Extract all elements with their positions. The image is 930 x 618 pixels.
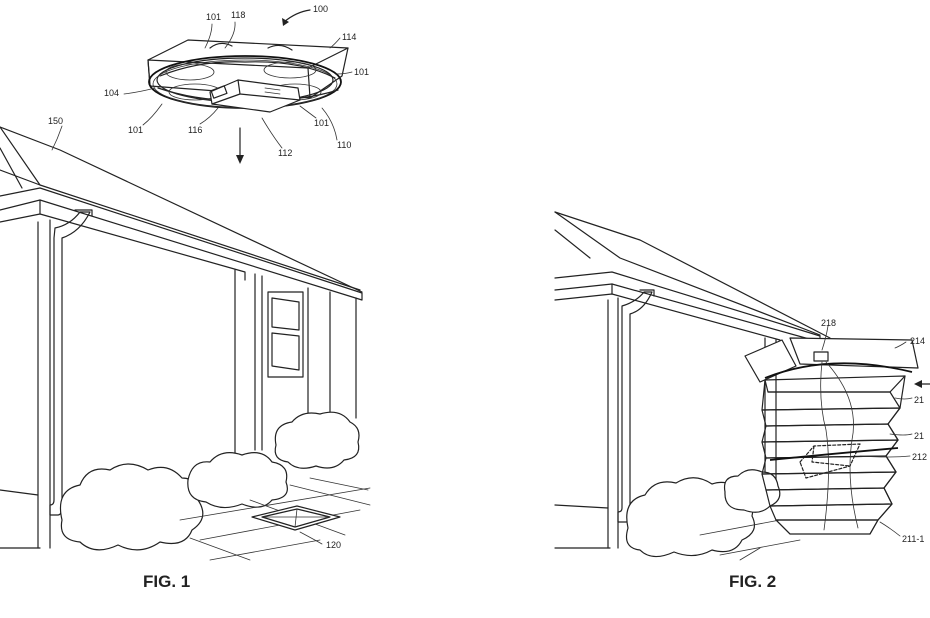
bushes-fig1	[59, 411, 360, 551]
bushes-fig2	[625, 469, 781, 558]
ref-116: 116	[188, 125, 202, 135]
ref-110: 110	[337, 140, 351, 150]
ref-101-top: 101	[206, 12, 221, 22]
leader-lines-fig2	[821, 325, 930, 537]
uav-package-100	[147, 9, 349, 164]
figure-1-caption: FIG. 1	[143, 572, 190, 591]
ref-211-1: 211-1	[902, 534, 924, 544]
reference-numerals-fig1: 101 118 100 114 101 104 101 116 101 112 …	[48, 4, 369, 550]
ref-214: 214	[910, 336, 925, 346]
figure-2-caption: FIG. 2	[729, 572, 776, 591]
figure-2: 218 214 21 21 212 211-1 FIG. 2	[554, 211, 930, 591]
ref-218: 218	[821, 318, 836, 328]
ref-101-right: 101	[354, 67, 369, 77]
ref-101-left: 101	[128, 125, 143, 135]
ref-101-bottom: 101	[314, 118, 329, 128]
top-module-218	[813, 351, 829, 362]
ref-21-lower: 21	[914, 431, 924, 441]
ref-21-upper: 21	[914, 395, 924, 405]
ref-150: 150	[48, 116, 63, 126]
ref-120: 120	[326, 540, 341, 550]
figure-1: 101 118 100 114 101 104 101 116 101 112 …	[0, 4, 371, 591]
ref-100: 100	[313, 4, 328, 14]
ground-fig2	[699, 519, 801, 561]
ref-112: 112	[278, 148, 292, 158]
ref-212: 212	[912, 452, 927, 462]
leader-lines-fig1	[51, 21, 353, 151]
reference-numerals-fig2: 218 214 21 21 212 211-1	[821, 318, 927, 544]
ref-114: 114	[342, 32, 356, 42]
delivery-pad-120	[251, 505, 341, 545]
bellows-container-fig2	[744, 337, 919, 535]
house-fig1	[0, 126, 363, 549]
ref-104: 104	[104, 88, 119, 98]
ref-118: 118	[231, 10, 245, 20]
